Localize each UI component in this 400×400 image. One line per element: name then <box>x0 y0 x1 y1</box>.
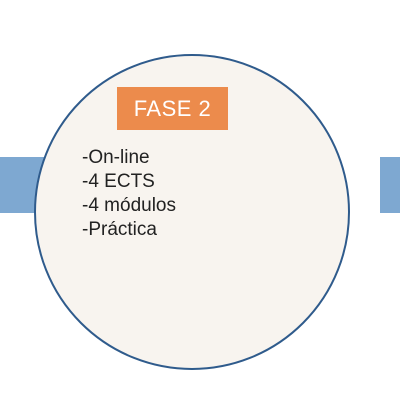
phase-details-list: -On-line -4 ECTS -4 módulos -Práctica <box>82 146 176 242</box>
detail-item-practice: -Práctica <box>82 219 157 240</box>
detail-item-credits: -4 ECTS <box>82 171 155 192</box>
detail-item-modules: -4 módulos <box>82 195 176 216</box>
connector-band-right <box>380 157 400 213</box>
phase-badge: FASE 2 <box>117 87 228 130</box>
detail-item-modality: -On-line <box>82 147 150 168</box>
